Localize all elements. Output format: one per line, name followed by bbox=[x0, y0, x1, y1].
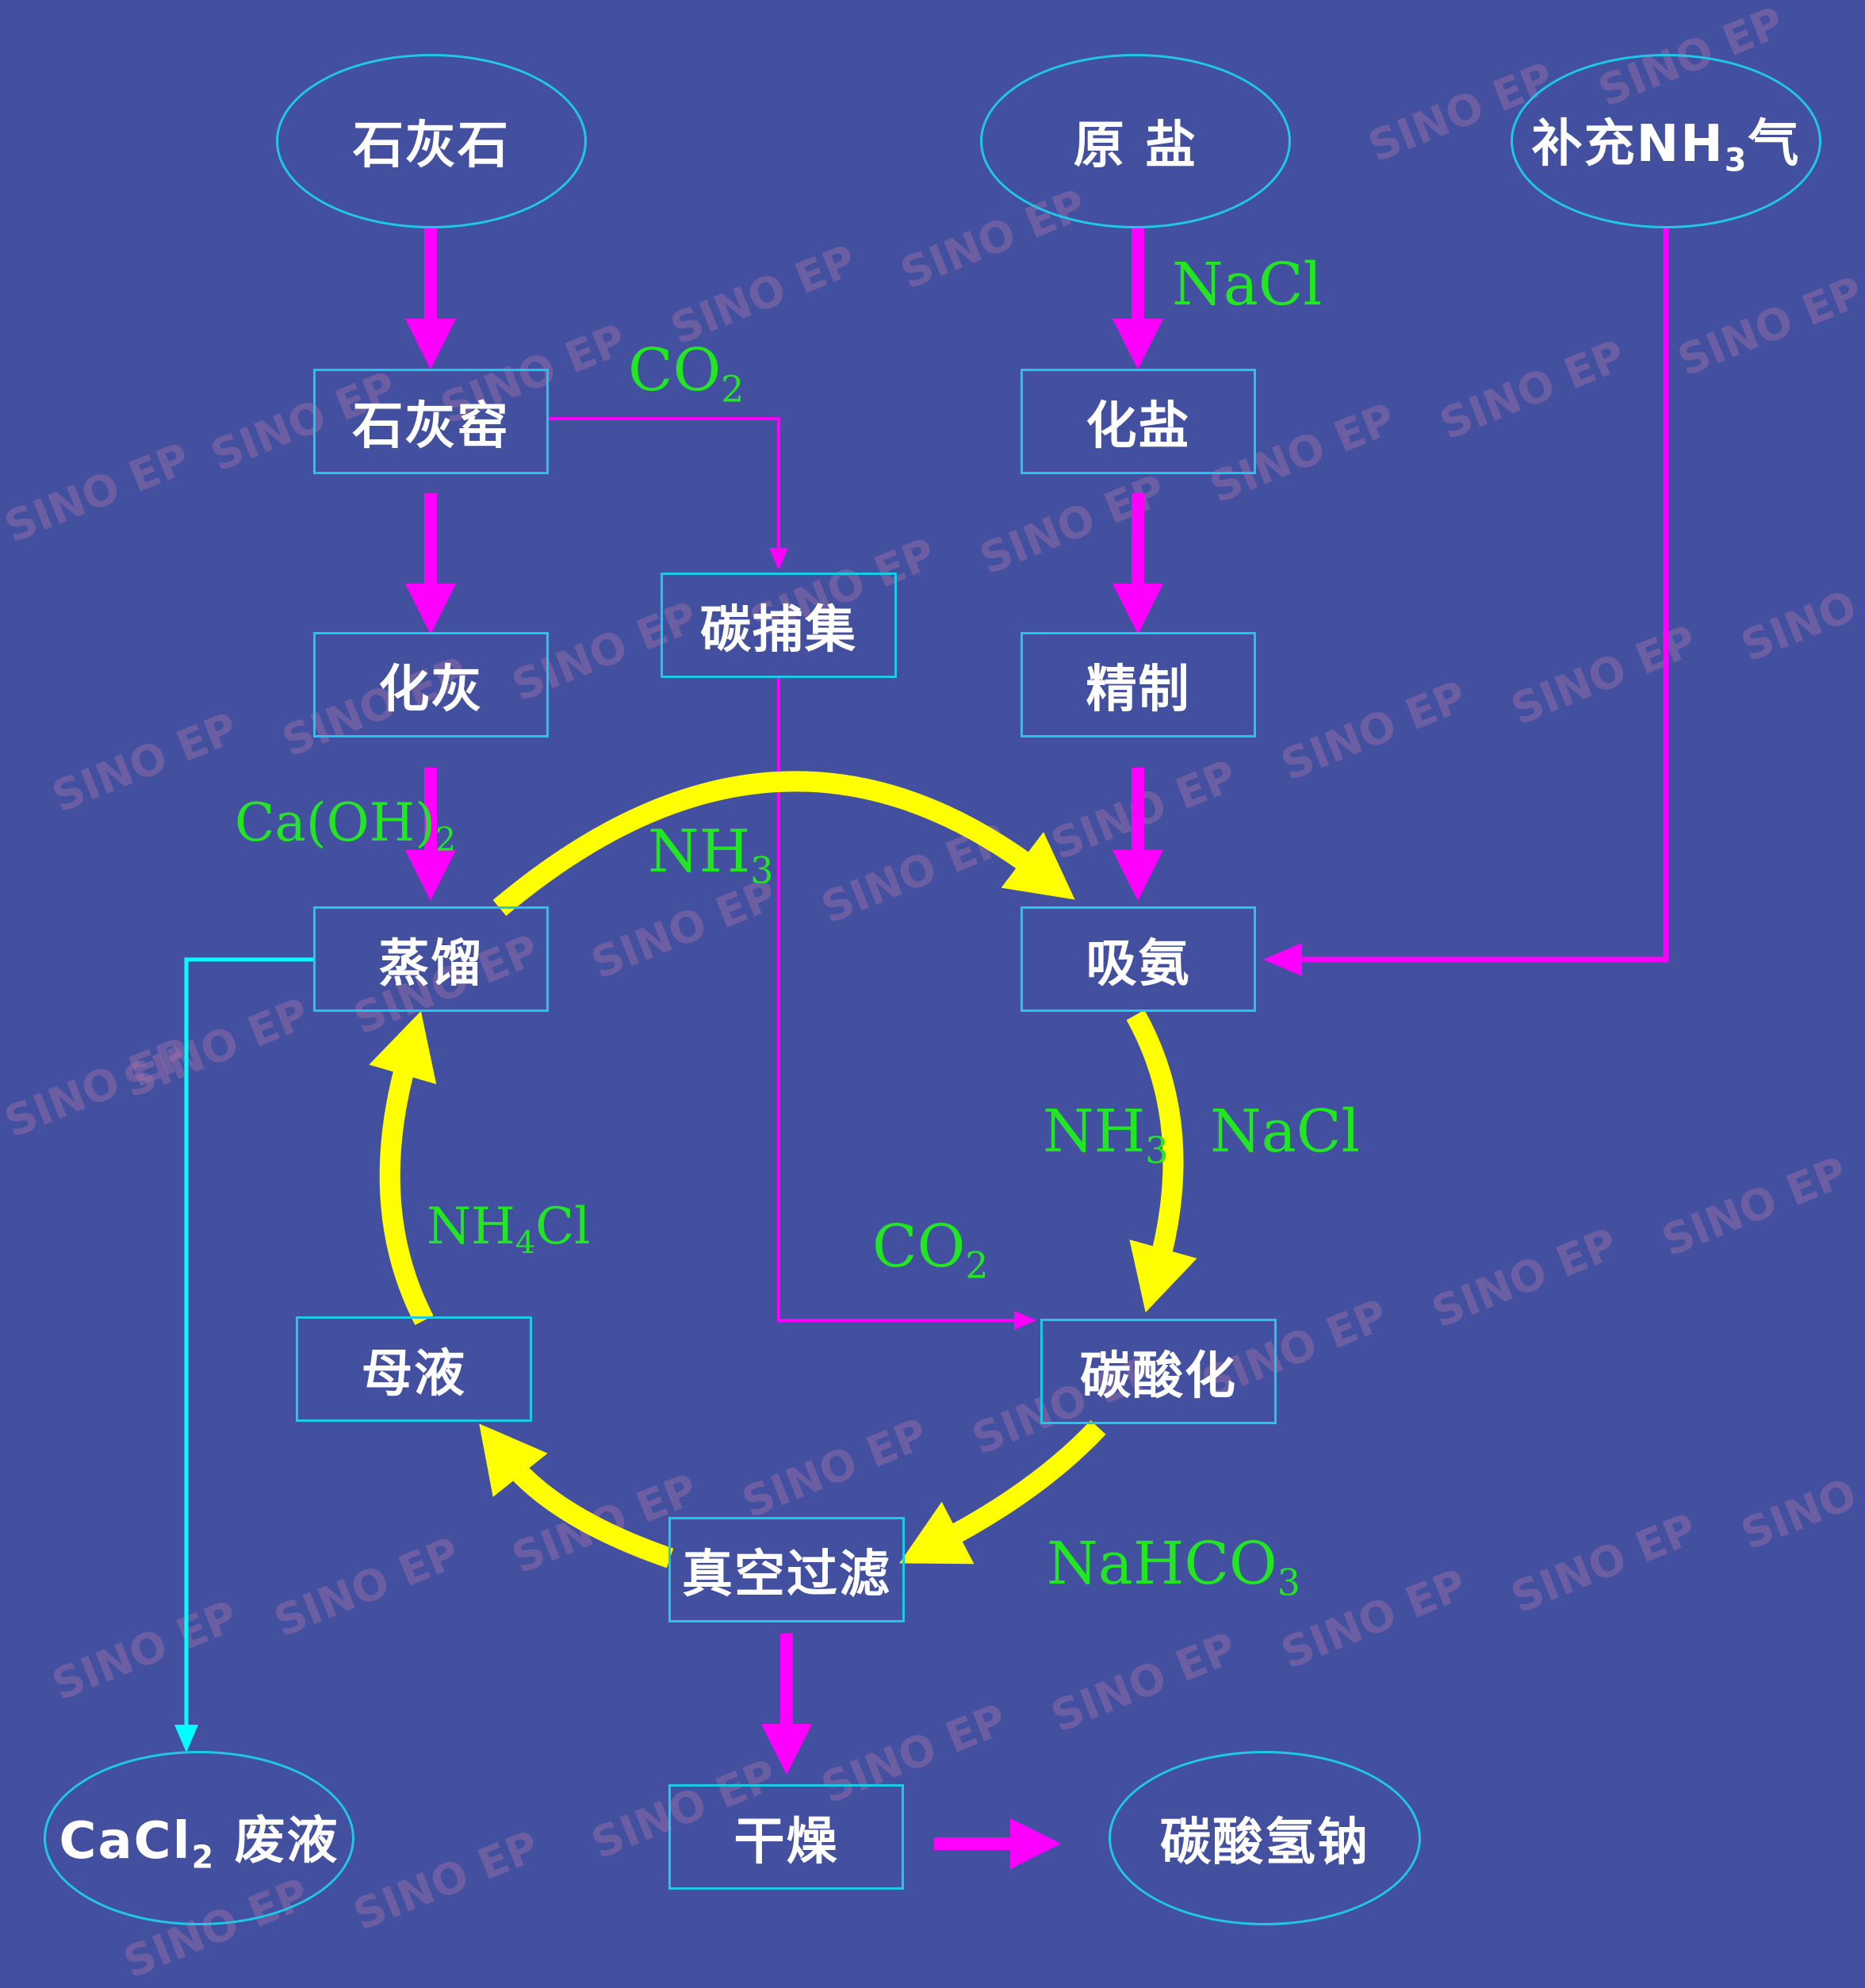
node-refine: 精制 bbox=[1021, 632, 1256, 737]
label-co2-kiln: CO2 bbox=[628, 336, 745, 411]
cycle-arrow-filtration-to-mother-liquor bbox=[479, 1423, 674, 1569]
node-label: 碳酸氢钠 bbox=[1160, 1814, 1369, 1872]
node-label: 补充NH3气 bbox=[1531, 115, 1801, 179]
label-caoh2: Ca(OH)2 bbox=[235, 792, 457, 860]
node-carbonation: 碳酸化 bbox=[1040, 1319, 1277, 1424]
node-label: 真空过滤 bbox=[682, 1545, 891, 1604]
node-limestone: 石灰石 bbox=[276, 54, 587, 228]
node-label: 碳捕集 bbox=[700, 600, 857, 660]
node-ammonia-absorption: 吸氨 bbox=[1021, 906, 1256, 1012]
node-vacuum-filtration: 真空过滤 bbox=[668, 1517, 905, 1622]
label-co2-lower: CO2 bbox=[872, 1212, 989, 1287]
node-raw-salt: 原 盐 bbox=[980, 54, 1291, 228]
node-label: 碳酸化 bbox=[1080, 1346, 1237, 1406]
line-makeup-nh3-to-absorption bbox=[1263, 228, 1669, 976]
label-nh3-top: NH3 bbox=[648, 818, 774, 892]
label-nh4cl: NH4Cl bbox=[427, 1197, 591, 1262]
node-slake-lime: 化灰 bbox=[313, 632, 549, 737]
node-label: 化灰 bbox=[378, 660, 484, 719]
node-sodium-bicarbonate: 碳酸氢钠 bbox=[1109, 1751, 1421, 1925]
line-distillation-to-waste bbox=[174, 957, 316, 1752]
node-label: 化盐 bbox=[1086, 396, 1191, 456]
cycle-arrow-mother-liquor-to-distillation bbox=[369, 1011, 437, 1325]
node-dissolve-salt: 化盐 bbox=[1021, 369, 1256, 474]
label-nacl-right: NaCl bbox=[1210, 1097, 1361, 1166]
node-make-up-nh3: 补充NH3气 bbox=[1511, 54, 1821, 228]
label-nh3-right: NH3 bbox=[1043, 1097, 1169, 1172]
node-label: 精制 bbox=[1086, 660, 1191, 719]
node-label: 原 盐 bbox=[1073, 117, 1198, 175]
node-label: 母液 bbox=[362, 1344, 466, 1404]
node-drying: 干燥 bbox=[668, 1784, 904, 1890]
cycle-arrow-carbonation-to-filtration bbox=[899, 1420, 1106, 1565]
line-capture-co2-to-carbonation bbox=[777, 678, 1036, 1330]
node-label: 蒸馏 bbox=[378, 934, 484, 994]
node-mother-liquor: 母液 bbox=[296, 1316, 532, 1422]
node-label: 石灰窑 bbox=[352, 396, 510, 456]
cycle-arrow-distillation-to-absorption bbox=[492, 771, 1075, 916]
cycle-arrow-absorption-to-carbonation bbox=[1126, 1009, 1197, 1313]
label-nacl-top: NaCl bbox=[1172, 251, 1323, 319]
node-label: CaCl2 废液 bbox=[59, 1812, 339, 1876]
node-label: 石灰石 bbox=[353, 117, 510, 175]
label-nahco3: NaHCO3 bbox=[1047, 1530, 1300, 1604]
line-kiln-co2-to-capture bbox=[549, 417, 788, 570]
node-distillation: 蒸馏 bbox=[313, 906, 549, 1012]
node-label: 吸氨 bbox=[1086, 934, 1191, 994]
node-carbon-capture: 碳捕集 bbox=[661, 573, 897, 678]
node-cacl2-waste: CaCl2 废液 bbox=[44, 1751, 354, 1925]
node-lime-kiln: 石灰窑 bbox=[313, 369, 549, 474]
node-label: 干燥 bbox=[733, 1812, 839, 1871]
